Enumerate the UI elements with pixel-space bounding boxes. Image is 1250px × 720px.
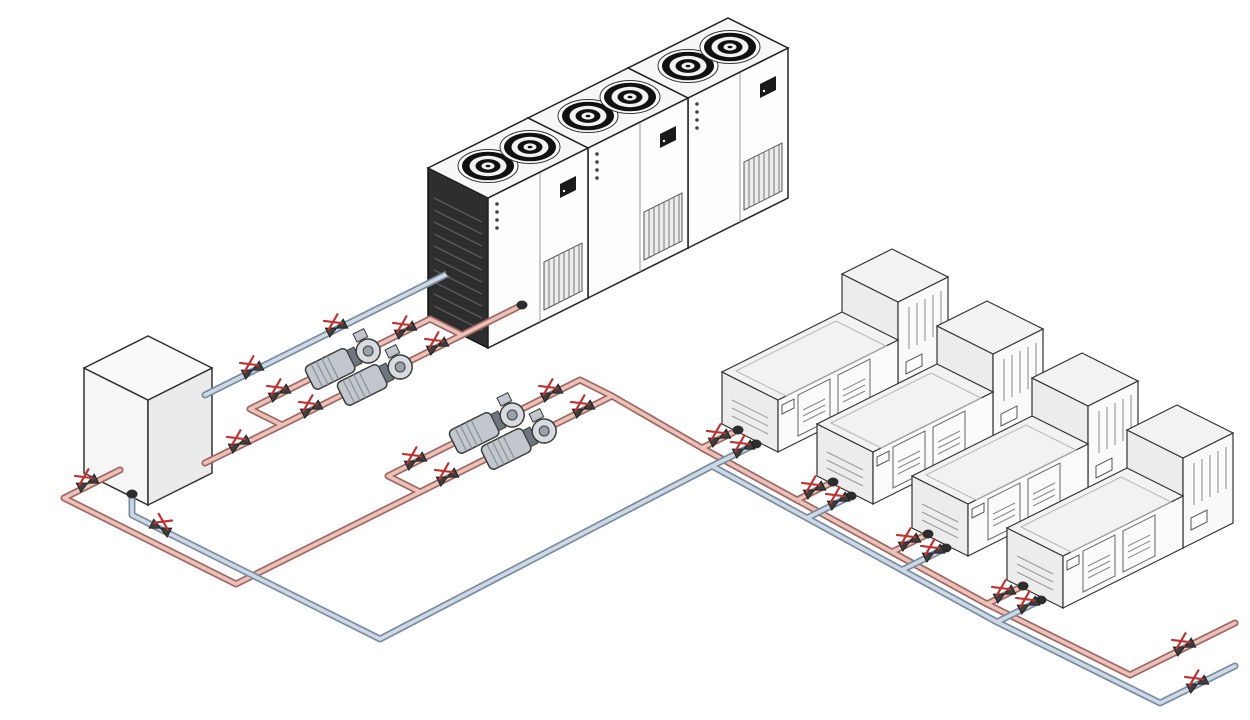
buffer-tank (82, 335, 214, 507)
unit3-hot-stub (922, 529, 934, 539)
tank-top-face (82, 335, 214, 401)
unit2-hot-stub (827, 477, 839, 487)
tank-cold-stub (126, 489, 138, 499)
chiller-hot-stub (516, 300, 528, 310)
unit1-hot-stub (732, 425, 744, 435)
unit4-hot-stub (1017, 581, 1029, 591)
chiller-cold-stub (445, 267, 457, 277)
